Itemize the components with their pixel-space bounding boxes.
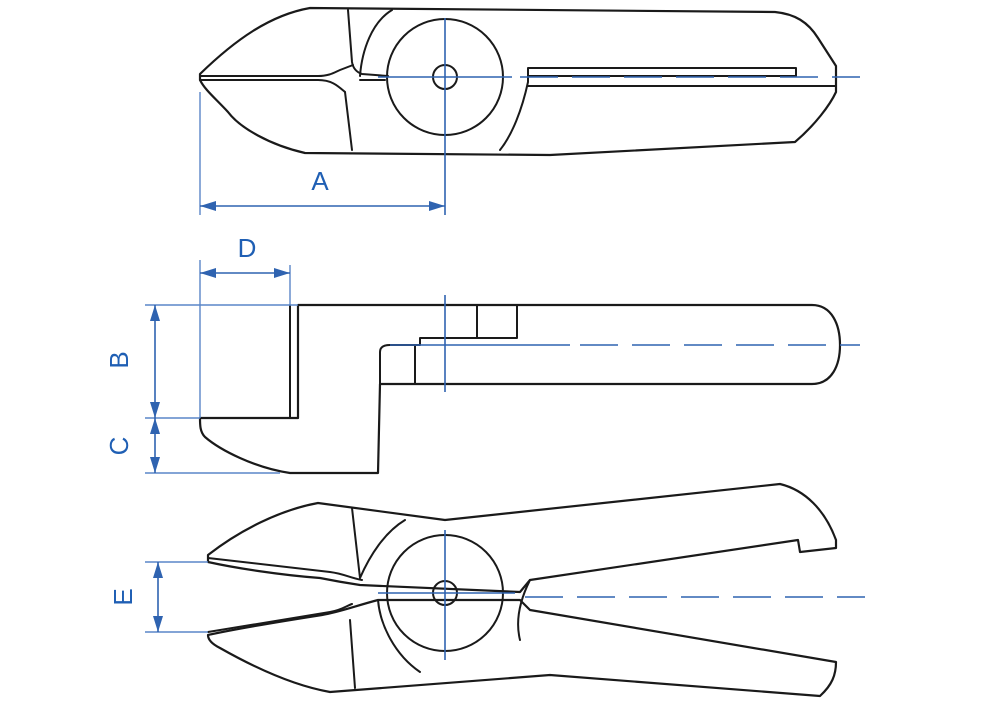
dim-c-arrow-bottom <box>150 457 160 473</box>
open-handle-inner <box>517 579 531 641</box>
dim-e-arrow-bottom <box>153 616 163 632</box>
dim-b-label: B <box>104 351 134 368</box>
top-view-closed: A <box>198 6 860 215</box>
side-view-outline <box>198 303 842 475</box>
side-step-inner <box>379 344 416 385</box>
open-upper-edge <box>207 557 363 581</box>
dim-a-arrow-left <box>200 201 216 211</box>
dim-c-arrow-top <box>150 418 160 434</box>
top-pivot-body <box>359 9 393 81</box>
dim-d-arrow-right <box>274 268 290 278</box>
dim-a-label: A <box>311 166 329 196</box>
dim-e-arrow-top <box>153 562 163 578</box>
top-view-outline <box>198 6 838 157</box>
dim-d-label: D <box>238 233 257 263</box>
top-jaw-split-line <box>199 64 354 77</box>
dim-a-arrow-right <box>429 201 445 211</box>
dim-c-label: C <box>104 437 134 456</box>
open-upper-heel <box>351 507 406 579</box>
dim-d-arrow-left <box>200 268 216 278</box>
open-upper-jaw-outline <box>206 482 838 594</box>
top-jaw-split-line-2 <box>199 79 346 93</box>
open-lower-jaw-outline <box>206 598 838 698</box>
top-handle-slot <box>499 67 797 151</box>
dim-b-arrow-top <box>150 305 160 321</box>
top-jaw-heel <box>347 9 389 77</box>
side-view: D B C <box>104 233 860 475</box>
open-lower-edge <box>207 603 353 633</box>
dim-b-arrow-bottom <box>150 402 160 418</box>
dim-e-label: E <box>108 588 138 605</box>
top-jaw-heel-2 <box>344 91 353 151</box>
open-view: E <box>108 482 865 698</box>
open-lower-heel <box>349 599 421 689</box>
